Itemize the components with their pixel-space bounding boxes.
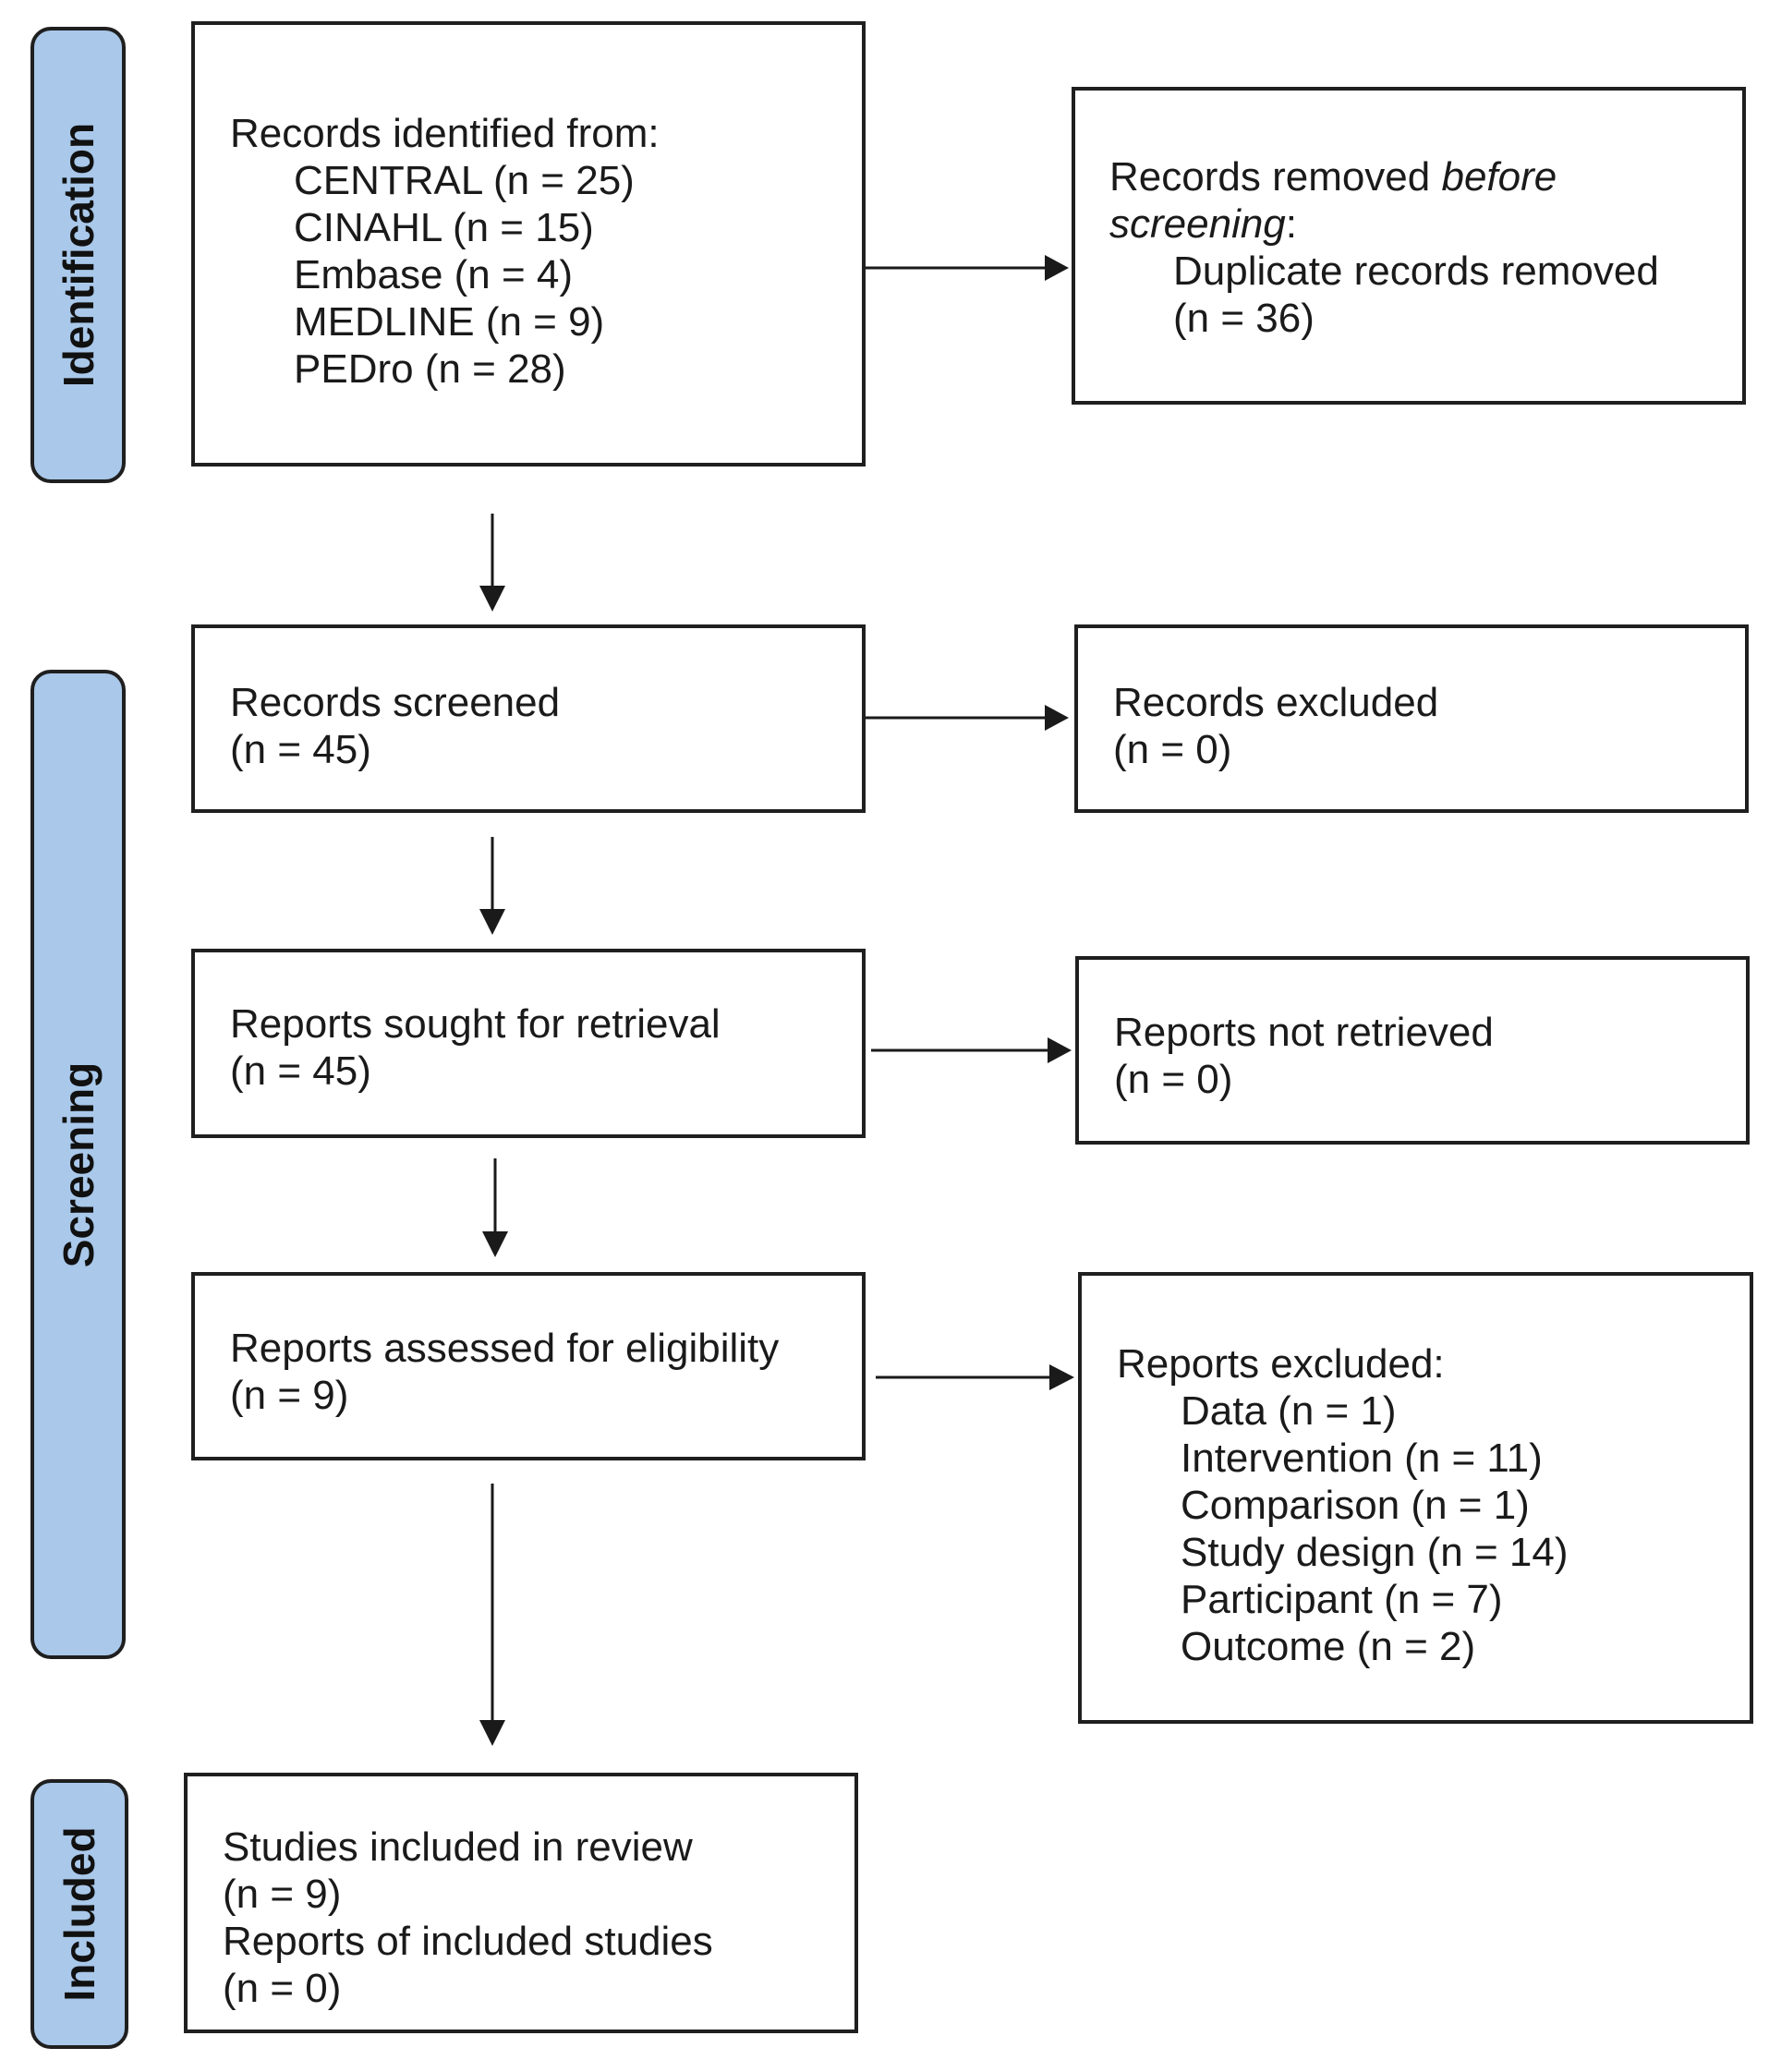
arrowhead-records-excluded [1045, 705, 1069, 731]
records-excluded-label: Records excluded [1113, 680, 1439, 725]
phase-identification: Identification [30, 27, 126, 483]
arrowhead-screened [479, 586, 505, 612]
reports-included-label: Reports of included studies [223, 1919, 713, 1964]
records-identified-heading: Records identified from: [230, 111, 660, 156]
records-screened-count: (n = 45) [230, 727, 371, 772]
records-removed-heading: Records removed before [1109, 153, 1742, 200]
records-removed-italic-before: before [1441, 154, 1557, 200]
records-identified-box: Records identified from: CENTRAL (n = 25… [191, 21, 866, 467]
reports-included-count: (n = 0) [223, 1966, 342, 2011]
source-item: MEDLINE (n = 9) [294, 299, 605, 345]
reports-sought-box: Reports sought for retrieval (n = 45) [191, 949, 866, 1138]
records-removed-box: Records removed before screening: Duplic… [1072, 87, 1746, 405]
records-excluded-box: Records excluded (n = 0) [1074, 624, 1749, 813]
reports-not-retrieved-label: Reports not retrieved [1114, 1010, 1494, 1055]
records-screened-box: Records screened (n = 45) [191, 624, 866, 813]
records-screened-label: Records screened [230, 680, 561, 725]
phase-included: Included [30, 1779, 128, 2049]
reports-assessed-label: Reports assessed for eligibility [230, 1326, 780, 1371]
duplicates-removed-count: (n = 36) [1173, 296, 1315, 341]
reports-sought-label: Reports sought for retrieval [230, 1001, 721, 1047]
reports-assessed-count: (n = 9) [230, 1373, 349, 1418]
arrowhead-sought [479, 909, 505, 935]
exclusion-reason: Outcome (n = 2) [1181, 1624, 1476, 1669]
records-removed-suffix: : [1285, 201, 1298, 247]
reports-excluded-heading: Reports excluded: [1117, 1341, 1445, 1387]
source-item: CINAHL (n = 15) [294, 205, 594, 250]
exclusion-reason: Comparison (n = 1) [1181, 1483, 1530, 1528]
studies-included-count: (n = 9) [223, 1872, 342, 1917]
exclusion-reason: Participant (n = 7) [1181, 1577, 1503, 1622]
arrowhead-not-retrieved [1048, 1037, 1072, 1063]
arrowhead-assessed [482, 1231, 508, 1257]
source-item: PEDro (n = 28) [294, 346, 566, 392]
records-excluded-count: (n = 0) [1113, 727, 1232, 772]
arrowhead-reports-excluded [1049, 1364, 1074, 1390]
studies-included-label: Studies included in review [223, 1824, 693, 1870]
studies-included-box: Studies included in review (n = 9) Repor… [184, 1773, 858, 2033]
reports-not-retrieved-box: Reports not retrieved (n = 0) [1075, 956, 1750, 1145]
exclusion-reason: Intervention (n = 11) [1181, 1436, 1543, 1481]
source-item: Embase (n = 4) [294, 252, 574, 297]
reports-assessed-box: Reports assessed for eligibility (n = 9) [191, 1272, 866, 1460]
exclusion-reason: Data (n = 1) [1181, 1388, 1397, 1434]
duplicates-removed-label: Duplicate records removed [1173, 248, 1659, 294]
exclusion-reason: Study design (n = 14) [1181, 1530, 1569, 1575]
arrowhead-included [479, 1720, 505, 1746]
reports-not-retrieved-count: (n = 0) [1114, 1057, 1233, 1102]
reports-excluded-box: Reports excluded: Data (n = 1) Intervent… [1078, 1272, 1753, 1724]
phase-screening: Screening [30, 670, 126, 1659]
records-removed-prefix: Records removed [1109, 154, 1442, 200]
reports-sought-count: (n = 45) [230, 1048, 371, 1094]
records-removed-italic-screening: screening [1109, 201, 1286, 247]
records-removed-heading-2: screening: [1109, 200, 1742, 248]
source-item: CENTRAL (n = 25) [294, 158, 635, 203]
arrowhead-removed [1045, 255, 1069, 281]
